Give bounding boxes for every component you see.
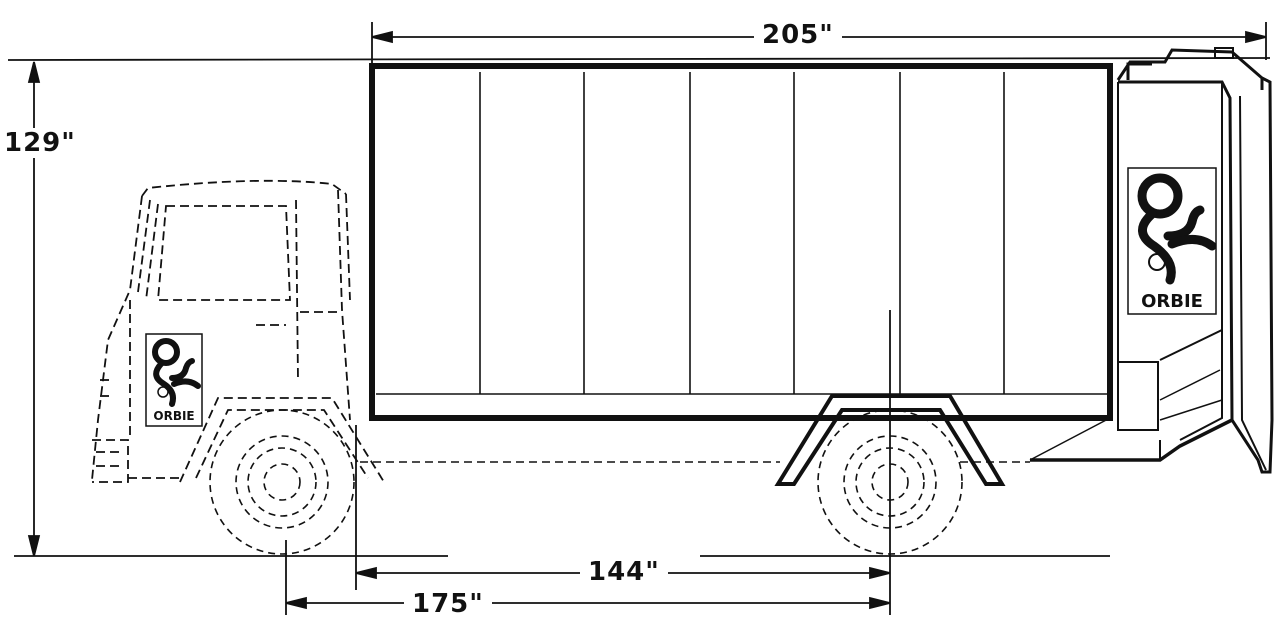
wheelbase-label: 144" bbox=[580, 557, 668, 587]
axle-distance-label: 175" bbox=[404, 589, 492, 619]
cab-logo: ORBIE bbox=[145, 333, 203, 427]
rear-wheel bbox=[817, 409, 963, 555]
dimension-lines bbox=[7, 22, 1271, 615]
rear-fender bbox=[774, 394, 1006, 486]
overall-length-label: 205" bbox=[754, 20, 842, 50]
refuse-body bbox=[369, 63, 1113, 421]
body-logo: ORBIE bbox=[1127, 167, 1217, 315]
overall-height-label: 129" bbox=[0, 128, 84, 158]
cab-outline bbox=[91, 179, 385, 483]
body-logo-text: ORBIE bbox=[1141, 291, 1203, 312]
cab-logo-text: ORBIE bbox=[153, 409, 194, 423]
front-wheel bbox=[209, 409, 355, 555]
rear-loader bbox=[1029, 47, 1274, 474]
